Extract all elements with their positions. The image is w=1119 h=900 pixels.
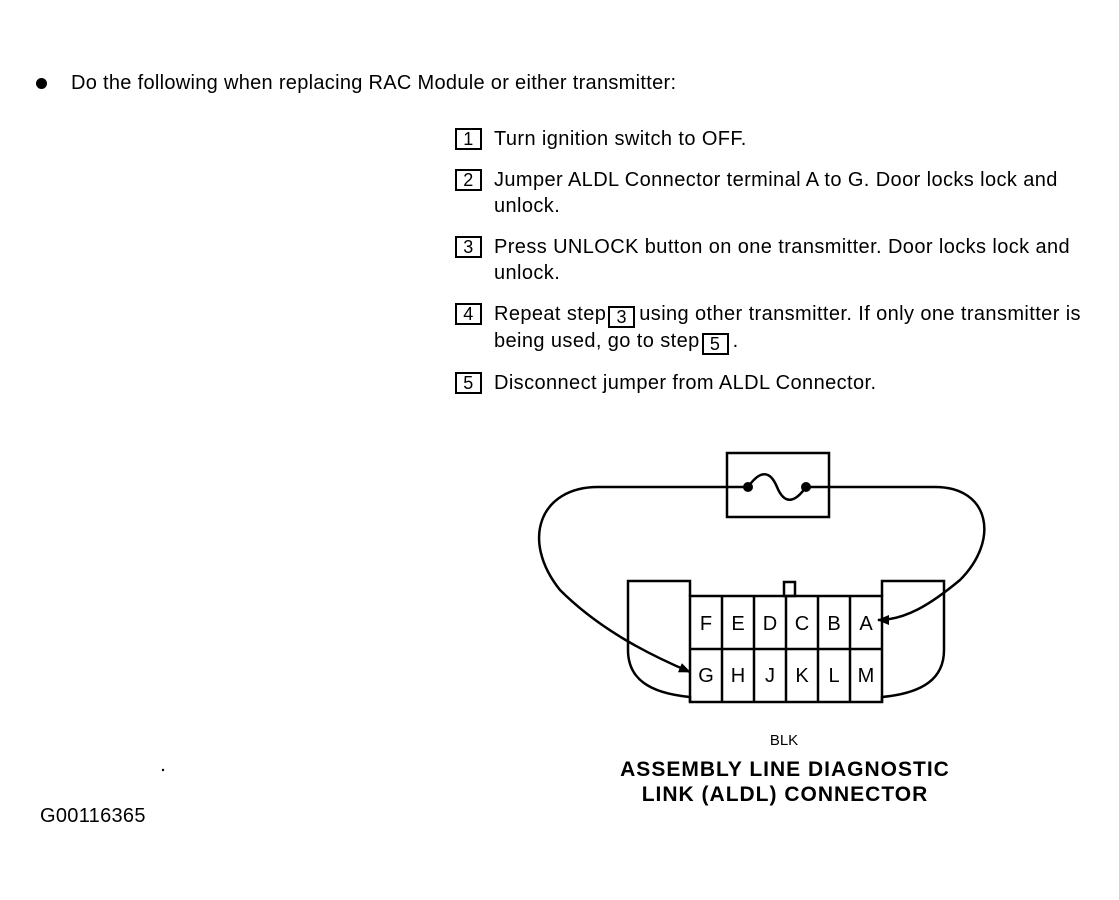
step-reference-3: 3 bbox=[608, 306, 636, 328]
connector-caption-line-2: LINK (ALDL) CONNECTOR bbox=[642, 783, 929, 806]
fuse-symbol bbox=[725, 451, 831, 519]
bullet-icon bbox=[36, 78, 47, 89]
step-number: 5 bbox=[455, 372, 482, 394]
pin-a-label: A bbox=[859, 613, 873, 635]
pin-k-label: K bbox=[795, 665, 809, 687]
speck-mark bbox=[161, 768, 165, 772]
step-text: Jumper ALDL Connector terminal A to G. D… bbox=[494, 169, 1058, 217]
pin-c-label: C bbox=[795, 613, 809, 635]
step-number: 2 bbox=[455, 169, 482, 191]
pin-j-label: J bbox=[765, 665, 775, 687]
pin-l-label: L bbox=[828, 665, 839, 687]
jumper-wire bbox=[829, 485, 986, 625]
pin-d-label: D bbox=[763, 613, 777, 635]
step-2: 2 Jumper ALDL Connector terminal A to G.… bbox=[455, 167, 1095, 219]
figure-id: G00116365 bbox=[40, 805, 146, 827]
pin-f-label: F bbox=[700, 613, 712, 635]
step-text: Disconnect jumper from ALDL Connector. bbox=[494, 372, 877, 394]
connector-caption-line-1: ASSEMBLY LINE DIAGNOSTIC bbox=[620, 758, 950, 781]
step-number: 4 bbox=[455, 303, 482, 325]
step-1: 1 Turn ignition switch to OFF. bbox=[455, 126, 1095, 152]
procedure-steps: 1 Turn ignition switch to OFF. 2 Jumper … bbox=[455, 126, 1095, 411]
step-text-part-c: . bbox=[732, 330, 739, 352]
step-text: Press UNLOCK button on one transmitter. … bbox=[494, 236, 1071, 284]
step-number: 3 bbox=[455, 236, 482, 258]
connector-color-label: BLK bbox=[770, 732, 798, 749]
intro-text: Do the following when replacing RAC Modu… bbox=[71, 72, 677, 94]
pin-h-label: H bbox=[731, 665, 745, 687]
step-number: 1 bbox=[455, 128, 482, 150]
pin-e-label: E bbox=[731, 613, 744, 635]
step-reference-5: 5 bbox=[701, 333, 729, 355]
step-text-part-b: using other transmitter. If only one tra… bbox=[494, 303, 1081, 352]
jumper-wire bbox=[537, 485, 727, 674]
step-text: Turn ignition switch to OFF. bbox=[494, 128, 747, 150]
pin-g-label: G bbox=[698, 665, 714, 687]
intro-line: Do the following when replacing RAC Modu… bbox=[36, 72, 676, 95]
step-5: 5 Disconnect jumper from ALDL Connector. bbox=[455, 370, 1095, 396]
step-3: 3 Press UNLOCK button on one transmitter… bbox=[455, 234, 1095, 286]
connector-housing bbox=[626, 579, 946, 704]
step-text-part-a: Repeat step bbox=[494, 303, 607, 325]
pin-b-label: B bbox=[827, 613, 840, 635]
pin-m-label: M bbox=[858, 665, 875, 687]
